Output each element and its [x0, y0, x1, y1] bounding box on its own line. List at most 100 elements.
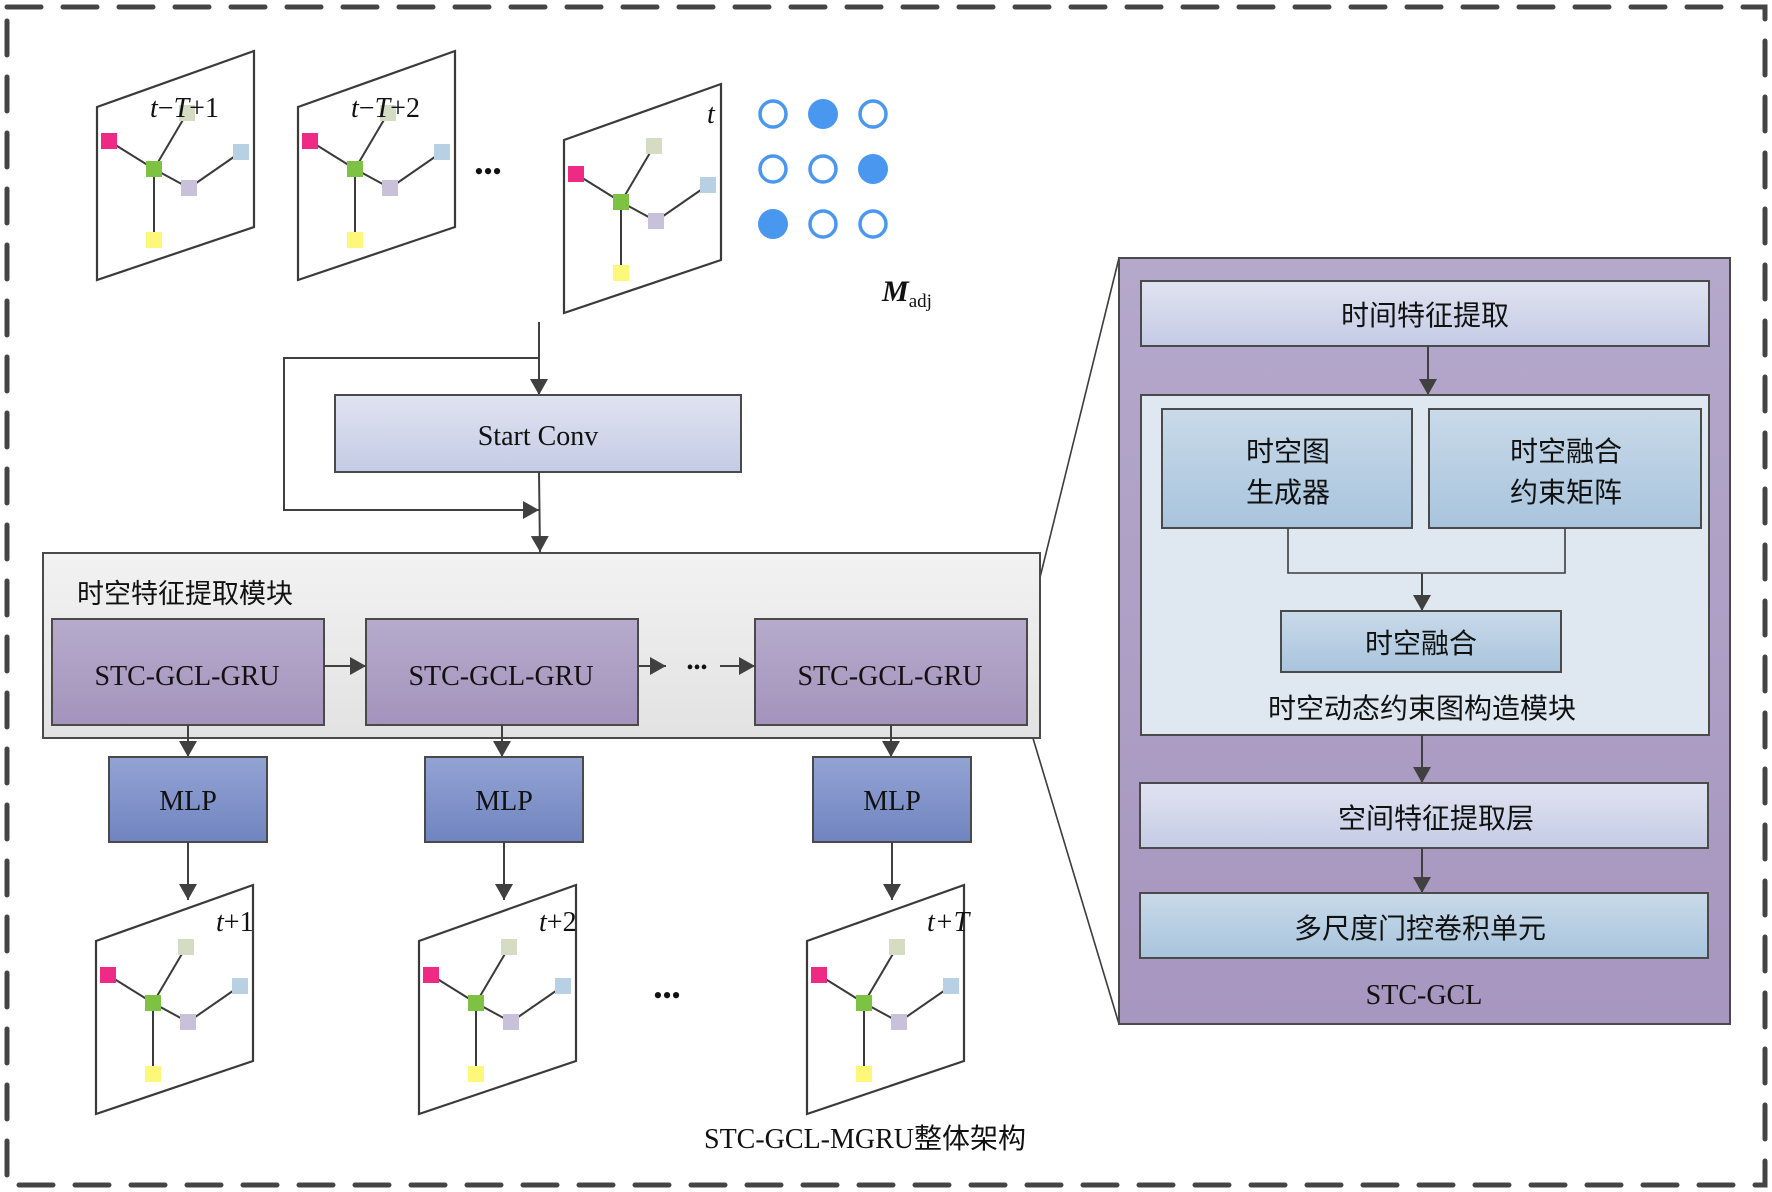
matrix-cell-empty: [758, 154, 788, 184]
graph-node-bottom: [347, 232, 363, 248]
input-frame-label: t−T+2: [351, 93, 420, 124]
graph-edge: [354, 112, 389, 170]
graph-node-left: [568, 166, 584, 182]
mlp-label: MLP: [863, 786, 921, 817]
input-frame-label: t−T+1: [150, 93, 219, 124]
chain-ellipsis: •••: [686, 657, 707, 679]
graph-node-top: [179, 105, 195, 121]
input-frame: t: [562, 82, 723, 315]
start-conv-block[interactable]: Start Conv: [334, 394, 742, 473]
graph-node-right: [700, 177, 716, 193]
graph-node-center: [856, 995, 872, 1011]
matrix-cell-filled: [858, 154, 888, 184]
graph-node-center: [613, 194, 629, 210]
matrix-cell-filled: [808, 99, 838, 129]
spatial-feature-block[interactable]: 空间特征提取层: [1139, 782, 1709, 849]
gated-conv-label: 多尺度门控卷积单元: [1294, 912, 1546, 945]
skip-connection: [283, 357, 539, 519]
output-frame: t+1: [94, 883, 255, 1116]
graph-edge: [389, 151, 443, 189]
mlp-blocks: MLP MLP MLP: [108, 756, 972, 900]
graph-edge: [863, 946, 898, 1004]
graph-construction-module: 时空图 生成器 时空融合 约束矩阵 时空融合 时空动态约束图构造模块: [1140, 394, 1710, 736]
graph-edge: [188, 151, 242, 189]
graph-node-right: [943, 978, 959, 994]
graph-edge: [152, 946, 187, 1004]
graph-node-left: [811, 967, 827, 983]
merge-connector: [1287, 528, 1566, 574]
graph-generator-block[interactable]: 时空图 生成器: [1161, 408, 1413, 529]
stc-gcl-gru-cell[interactable]: STC-GCL-GRU: [51, 618, 325, 726]
matrix-cell-filled: [758, 209, 788, 239]
graph-node-bottom: [613, 265, 629, 281]
frame-plane: [562, 82, 723, 315]
matrix-cell-empty: [858, 209, 888, 239]
start-conv-label: Start Conv: [478, 421, 599, 452]
gru-cell-label: STC-GCL-GRU: [94, 661, 279, 692]
graph-generator-label-line2: 生成器: [1246, 476, 1330, 509]
stc-gcl-gru-cell[interactable]: STC-GCL-GRU: [754, 618, 1028, 726]
graph-node-right: [233, 144, 249, 160]
constraint-matrix-block[interactable]: 时空融合 约束矩阵: [1428, 408, 1702, 529]
start-conv-output-arrow: [530, 471, 549, 553]
adjacency-label-main: M: [881, 275, 910, 308]
graph-node-center: [468, 995, 484, 1011]
graph-node-top: [380, 105, 396, 121]
stc-gcl-caption: STC-GCL: [1366, 980, 1483, 1011]
graph-node-mid: [503, 1014, 519, 1030]
diagram-title: STC-GCL-MGRU整体架构: [704, 1123, 1026, 1155]
graph-node-left: [302, 133, 318, 149]
zoom-connector-bottom: [1028, 724, 1120, 1025]
graph-edge: [898, 985, 952, 1023]
fusion-label: 时空融合: [1365, 627, 1477, 660]
graph-node-right: [555, 978, 571, 994]
output-frame: t+T: [805, 883, 972, 1116]
input-frame: t−T+1: [95, 49, 256, 282]
graph-edge: [153, 112, 188, 170]
constraint-matrix-label-line1: 时空融合: [1510, 435, 1622, 468]
graph-node-mid: [382, 180, 398, 196]
graph-node-left: [101, 133, 117, 149]
frame-plane: [417, 883, 578, 1116]
graph-node-center: [347, 161, 363, 177]
constraint-matrix-label-line2: 约束矩阵: [1510, 476, 1622, 509]
matrix-cell-empty: [808, 154, 838, 184]
graph-node-top: [646, 138, 662, 154]
graph-node-bottom: [145, 1066, 161, 1082]
mlp-block[interactable]: MLP: [424, 756, 584, 843]
temporal-feature-label: 时间特征提取: [1341, 299, 1509, 332]
matrix-cell-empty: [758, 99, 788, 129]
graph-node-bottom: [146, 232, 162, 248]
mlp-label: MLP: [475, 786, 533, 817]
graph-node-mid: [891, 1014, 907, 1030]
graph-node-top: [889, 939, 905, 955]
matrix-cell-empty: [858, 99, 888, 129]
graph-node-left: [100, 967, 116, 983]
stc-gcl-gru-cell[interactable]: STC-GCL-GRU: [365, 618, 639, 726]
graph-node-center: [145, 995, 161, 1011]
graph-generator-label-line1: 时空图: [1246, 435, 1330, 468]
gru-cell-label: STC-GCL-GRU: [797, 661, 982, 692]
st-module-label: 时空特征提取模块: [77, 579, 293, 610]
temporal-feature-block[interactable]: 时间特征提取: [1140, 280, 1710, 347]
adjacency-label-sub: adj: [909, 291, 932, 312]
graph-edge: [510, 985, 564, 1023]
mlp-block[interactable]: MLP: [812, 756, 972, 843]
output-frame-label: t+2: [539, 907, 577, 938]
gated-conv-block[interactable]: 多尺度门控卷积单元: [1139, 892, 1709, 959]
outer-dashed-border: [4, 4, 1768, 1188]
input-frame-label: t: [707, 99, 716, 130]
graph-node-top: [178, 939, 194, 955]
input-ellipsis: •••: [474, 157, 501, 186]
stc-gcl-panel: 时间特征提取 时空图 生成器 时空融合 约束矩阵 时空融合 时空动态约束图构造模…: [1118, 257, 1731, 1025]
graph-edge: [655, 184, 709, 222]
graph-node-left: [423, 967, 439, 983]
fusion-block[interactable]: 时空融合: [1280, 610, 1562, 673]
frame-plane: [805, 883, 966, 1116]
graph-node-center: [146, 161, 162, 177]
graph-edge: [620, 145, 655, 203]
matrix-cell-empty: [808, 209, 838, 239]
mlp-block[interactable]: MLP: [108, 756, 268, 843]
mlp-label: MLP: [159, 786, 217, 817]
